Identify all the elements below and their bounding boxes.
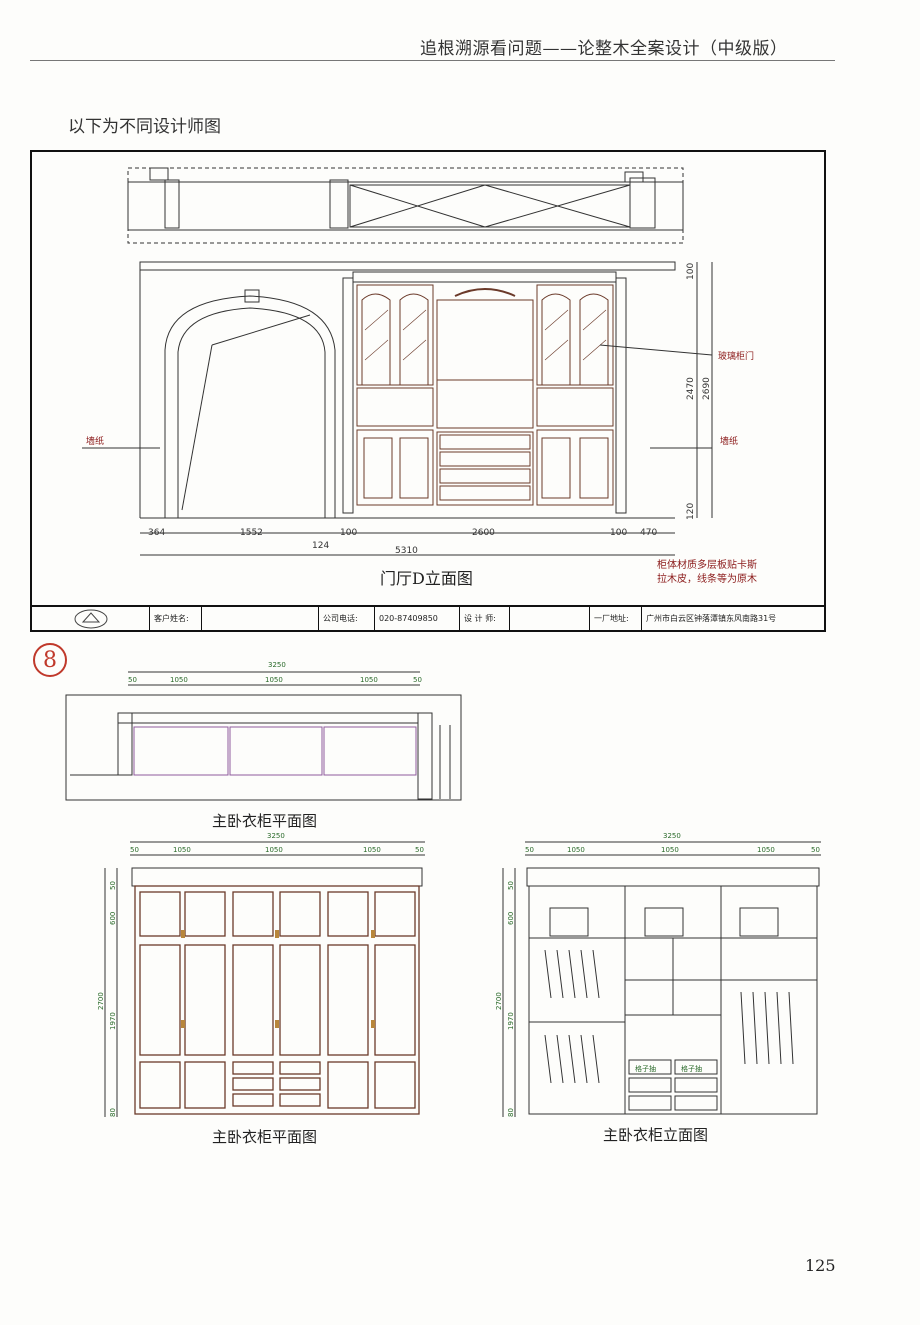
logo-cell (32, 607, 150, 630)
label-wallpaper-right: 墙纸 (720, 435, 738, 447)
plan-dim-0: 50 (128, 676, 137, 684)
address-value: 广州市白云区钟落潭镇东风南路31号 (646, 614, 777, 623)
dim-right-2690: 2690 (702, 377, 712, 400)
interior-dim-4: 50 (811, 846, 820, 854)
running-title: 追根溯源看问题——论整木全案设计（中级版） (420, 39, 788, 59)
dim-5310: 5310 (395, 546, 418, 556)
dim-2600: 2600 (472, 528, 495, 538)
front-caption: 主卧衣柜平面图 (212, 1128, 318, 1146)
designer-label: 设 计 师: (460, 607, 510, 630)
plan-dim-1: 1050 (170, 676, 188, 684)
front-dim-2: 1050 (265, 846, 283, 854)
interior-dim-left-2: 2700 (495, 992, 503, 1010)
front-dim-total: 3250 (267, 832, 285, 840)
client-label: 客户姓名: (150, 607, 202, 630)
label-glass-door: 玻璃柜门 (718, 350, 754, 362)
interior-dim-left-4: 80 (507, 1108, 515, 1117)
material-note: 柜体材质多层板贴卡斯 拉木皮，线条等为原木 (657, 559, 757, 587)
interior-dim-left-0: 50 (507, 881, 515, 890)
front-dim-left-0: 50 (109, 881, 117, 890)
front-dim-0: 50 (130, 846, 139, 854)
company-logo-icon (74, 609, 107, 628)
elevation-body (82, 261, 713, 556)
interior-dim-2: 1050 (661, 846, 679, 854)
interior-dim-3: 1050 (757, 846, 775, 854)
interior-dim-0: 50 (525, 846, 534, 854)
interior-dim-total: 3250 (663, 832, 681, 840)
address-label: 一厂地址: (590, 607, 642, 630)
designer-value (510, 607, 590, 630)
page-number: 125 (805, 1256, 836, 1275)
plan-dim-4: 50 (413, 676, 422, 684)
interior-caption: 主卧衣柜立面图 (603, 1126, 709, 1144)
wardrobe-front-drawing: 3250 50 1050 1050 1050 50 50 600 2700 19… (97, 832, 425, 1117)
drawing1-caption: 门厅D立面图 (380, 569, 473, 588)
dim-right-2470: 2470 (686, 377, 696, 400)
front-dim-1: 1050 (173, 846, 191, 854)
phone-value: 020-87409850 (375, 607, 460, 630)
label-wallpaper-left: 墙纸 (86, 435, 104, 447)
dim-right-120: 120 (686, 503, 696, 520)
plan-dim-2: 1050 (265, 676, 283, 684)
section-number-badge: 8 (33, 643, 67, 677)
interior-dim-1: 1050 (567, 846, 585, 854)
wardrobe-interior-drawing: 3250 50 1050 1050 1050 50 50 600 2700 19… (495, 832, 821, 1117)
material-note-line-1: 柜体材质多层板贴卡斯 (657, 560, 757, 571)
plan-caption: 主卧衣柜平面图 (212, 812, 318, 830)
plan-dim-3: 1050 (360, 676, 378, 684)
phone-label: 公司电话: (319, 607, 375, 630)
dim-470: 470 (640, 528, 657, 538)
top-plan-strip (127, 167, 684, 244)
dim-364: 364 (148, 528, 165, 538)
dim-124: 124 (312, 541, 329, 551)
front-dim-left-2: 2700 (97, 992, 105, 1010)
interior-dim-left-1: 600 (507, 912, 515, 925)
front-dim-left-4: 80 (109, 1108, 117, 1117)
dim-100-left: 100 (340, 528, 357, 538)
title-block: 客户姓名: 公司电话: 020-87409850 设 计 师: 一厂地址: 广州… (30, 605, 826, 632)
header-rule (30, 60, 835, 61)
dim-1552: 1552 (240, 528, 263, 538)
intro-text: 以下为不同设计师图 (68, 117, 221, 137)
drawer-label-left: 格子抽 (635, 1064, 656, 1073)
interior-dim-left-3: 1970 (507, 1012, 515, 1030)
dim-100-right: 100 (610, 528, 627, 538)
material-note-line-2: 拉木皮，线条等为原木 (657, 574, 757, 585)
foyer-elevation-drawing: 玻璃柜门 墙纸 墙纸 364 1552 100 2600 100 470 124… (82, 167, 754, 556)
front-dim-left-3: 1970 (109, 1012, 117, 1030)
wardrobe-plan-drawing: 3250 50 1050 1050 1050 50 (65, 661, 462, 801)
front-dim-3: 1050 (363, 846, 381, 854)
plan-dim-total: 3250 (268, 661, 286, 669)
client-value (202, 607, 319, 630)
drawer-label-right: 格子抽 (681, 1064, 702, 1073)
dim-right-100: 100 (686, 263, 696, 280)
front-dim-4: 50 (415, 846, 424, 854)
front-dim-left-1: 600 (109, 912, 117, 925)
